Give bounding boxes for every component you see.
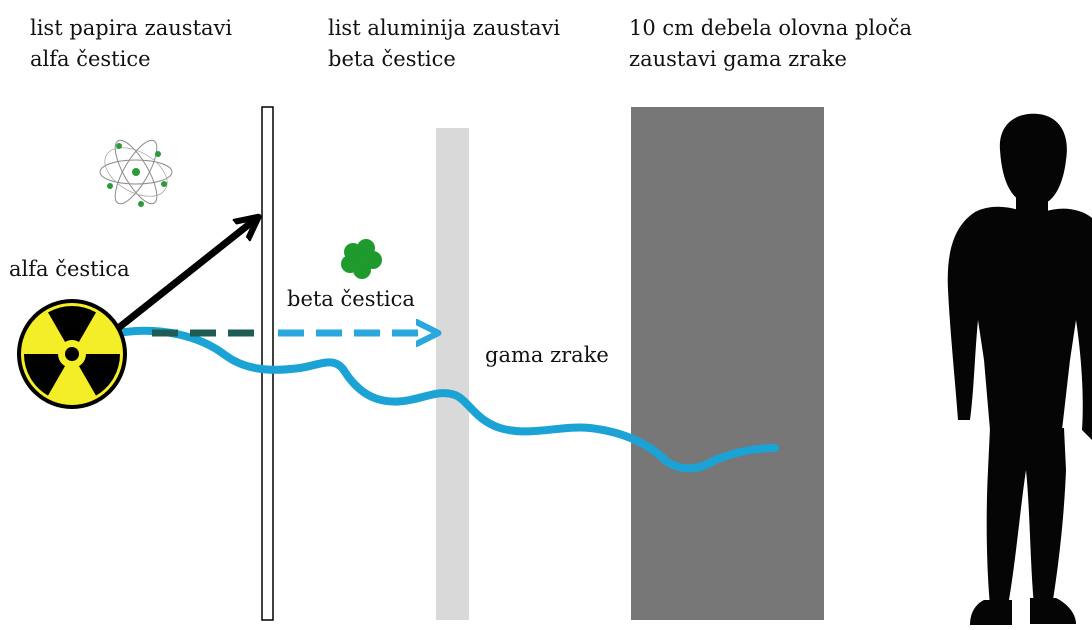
paper-caption: list papira zaustavi alfa čestice — [30, 13, 232, 75]
lead-caption-line2: zaustavi gama zrake — [629, 47, 847, 71]
radiation-symbol-icon — [17, 299, 127, 409]
aluminium-caption-line1: list aluminija zaustavi — [328, 16, 561, 40]
aluminium-caption: list aluminija zaustavi beta čestice — [328, 13, 560, 75]
aluminium-plate — [436, 128, 469, 620]
beta-particle-label: beta čestica — [287, 287, 415, 311]
paper-caption-line1: list papira zaustavi — [30, 16, 233, 40]
aluminium-caption-line2: beta čestice — [328, 47, 456, 71]
atom-icon — [99, 139, 173, 207]
paper-sheet — [261, 106, 274, 621]
lead-caption: 10 cm debela olovna ploča zaustavi gama … — [629, 13, 912, 75]
person-silhouette-icon — [947, 113, 1092, 625]
gamma-ray-wave — [114, 326, 779, 473]
paper-caption-line2: alfa čestice — [30, 47, 151, 71]
alpha-particle-label: alfa čestica — [9, 257, 130, 281]
lead-caption-line1: 10 cm debela olovna ploča — [629, 16, 913, 40]
beta-particle-icon — [341, 239, 382, 279]
gamma-rays-label: gama zrake — [485, 343, 609, 367]
alpha-arrow — [108, 222, 252, 337]
lead-plate — [631, 107, 824, 620]
